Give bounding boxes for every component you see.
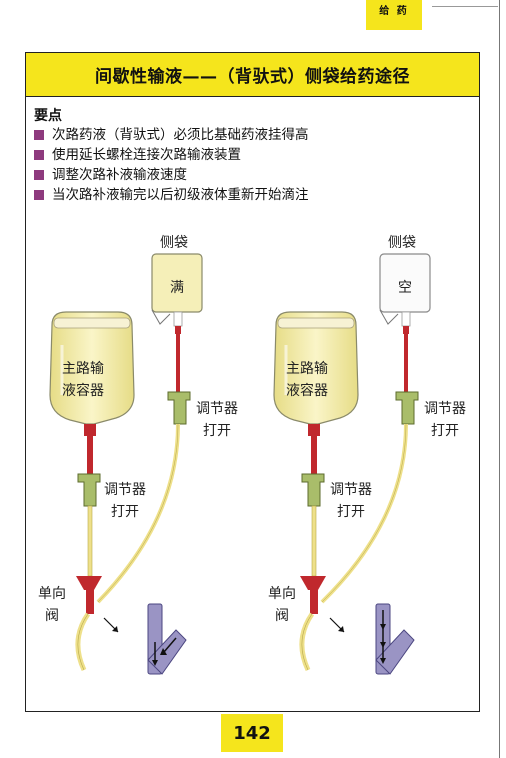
bullet-icon	[34, 170, 44, 180]
page-title: 间歇性输液——（背驮式）侧袋给药途径	[95, 67, 410, 87]
right-main-regulator-label: 调节器 打开	[330, 479, 372, 523]
check-valve	[76, 576, 102, 590]
label-line: 调节器	[196, 401, 238, 417]
label-line: 液容器	[62, 383, 104, 399]
label-line: 主路输	[62, 361, 104, 377]
valve-detail-icon	[375, 603, 415, 675]
left-valve-label: 单向 阀	[38, 583, 66, 627]
main-tube-lower	[87, 505, 93, 577]
label-line: 液容器	[286, 383, 328, 399]
key-point-text: 次路药液（背驮式）必须比基础药液挂得高	[52, 127, 309, 143]
side-roller-clamp	[395, 391, 419, 425]
y-connector	[86, 590, 94, 614]
key-point-text: 调整次路补液输液速度	[52, 167, 187, 183]
label-line: 打开	[203, 423, 231, 439]
label-line: 调节器	[330, 482, 372, 498]
key-point-text: 使用延长螺栓连接次路输液装置	[52, 147, 241, 163]
check-valve	[300, 576, 326, 590]
main-tube-lower	[311, 505, 317, 577]
left-side-bag-label: 侧袋	[160, 235, 188, 251]
valve-detail-icon	[147, 603, 187, 675]
side-bag-full	[151, 253, 203, 334]
key-point: 调整次路补液输液速度	[34, 165, 309, 185]
key-point: 当次路补液输完以后初级液体重新开始滴注	[34, 185, 309, 205]
key-points-list: 次路药液（背驮式）必须比基础药液挂得高 使用延长螺栓连接次路输液装置 调整次路补…	[34, 125, 309, 205]
main-container-bag	[273, 311, 359, 436]
content-frame: 间歇性输液——（背驮式）侧袋给药途径 要点 次路药液（背驮式）必须比基础药液挂得…	[25, 52, 480, 712]
title-bar: 间歇性输液——（背驮式）侧袋给药途径	[26, 53, 479, 97]
right-side-regulator-label: 调节器 打开	[424, 398, 466, 442]
label-line: 主路输	[286, 361, 328, 377]
key-point: 使用延长螺栓连接次路输液装置	[34, 145, 309, 165]
label-line: 单向	[38, 586, 66, 602]
flow-arrow-icon	[329, 617, 345, 633]
right-margin-rule	[499, 0, 500, 758]
right-side-bag-label: 侧袋	[388, 235, 416, 251]
label-line: 单向	[268, 586, 296, 602]
bullet-icon	[34, 190, 44, 200]
side-tube-upper	[176, 334, 180, 392]
y-connector	[310, 590, 318, 614]
side-bag-empty	[379, 253, 431, 334]
key-point: 次路药液（背驮式）必须比基础药液挂得高	[34, 125, 309, 145]
page-number: 142	[233, 722, 271, 744]
label-line: 阀	[45, 608, 59, 624]
left-main-regulator-label: 调节器 打开	[104, 479, 146, 523]
bullet-icon	[34, 150, 44, 160]
main-tube-upper	[311, 436, 317, 474]
right-valve-label: 单向 阀	[268, 583, 296, 627]
label-line: 打开	[111, 504, 139, 520]
left-infusion-system	[49, 253, 203, 675]
label-line: 打开	[431, 423, 459, 439]
label-line: 打开	[337, 504, 365, 520]
label-line: 调节器	[104, 482, 146, 498]
left-side-regulator-label: 调节器 打开	[196, 398, 238, 442]
side-roller-clamp	[167, 391, 191, 425]
key-points-heading: 要点	[34, 108, 62, 124]
section-tab-label: 给 药	[379, 6, 409, 17]
main-roller-clamp	[301, 473, 325, 507]
right-infusion-system	[273, 253, 431, 675]
right-side-bag-content: 空	[398, 280, 412, 296]
main-container-bag	[49, 311, 135, 436]
section-tab: 给 药	[366, 0, 422, 30]
label-line: 调节器	[424, 401, 466, 417]
main-tube-upper	[87, 436, 93, 474]
right-main-container-label: 主路输 液容器	[286, 358, 328, 402]
label-line: 阀	[275, 608, 289, 624]
page-number-box: 142	[221, 714, 283, 752]
left-main-container-label: 主路输 液容器	[62, 358, 104, 402]
top-rule	[432, 6, 498, 7]
main-roller-clamp	[77, 473, 101, 507]
key-point-text: 当次路补液输完以后初级液体重新开始滴注	[52, 187, 309, 203]
flow-arrow-icon	[103, 617, 119, 633]
side-tube-upper	[404, 334, 408, 392]
bullet-icon	[34, 130, 44, 140]
left-side-bag-content: 满	[170, 280, 184, 296]
